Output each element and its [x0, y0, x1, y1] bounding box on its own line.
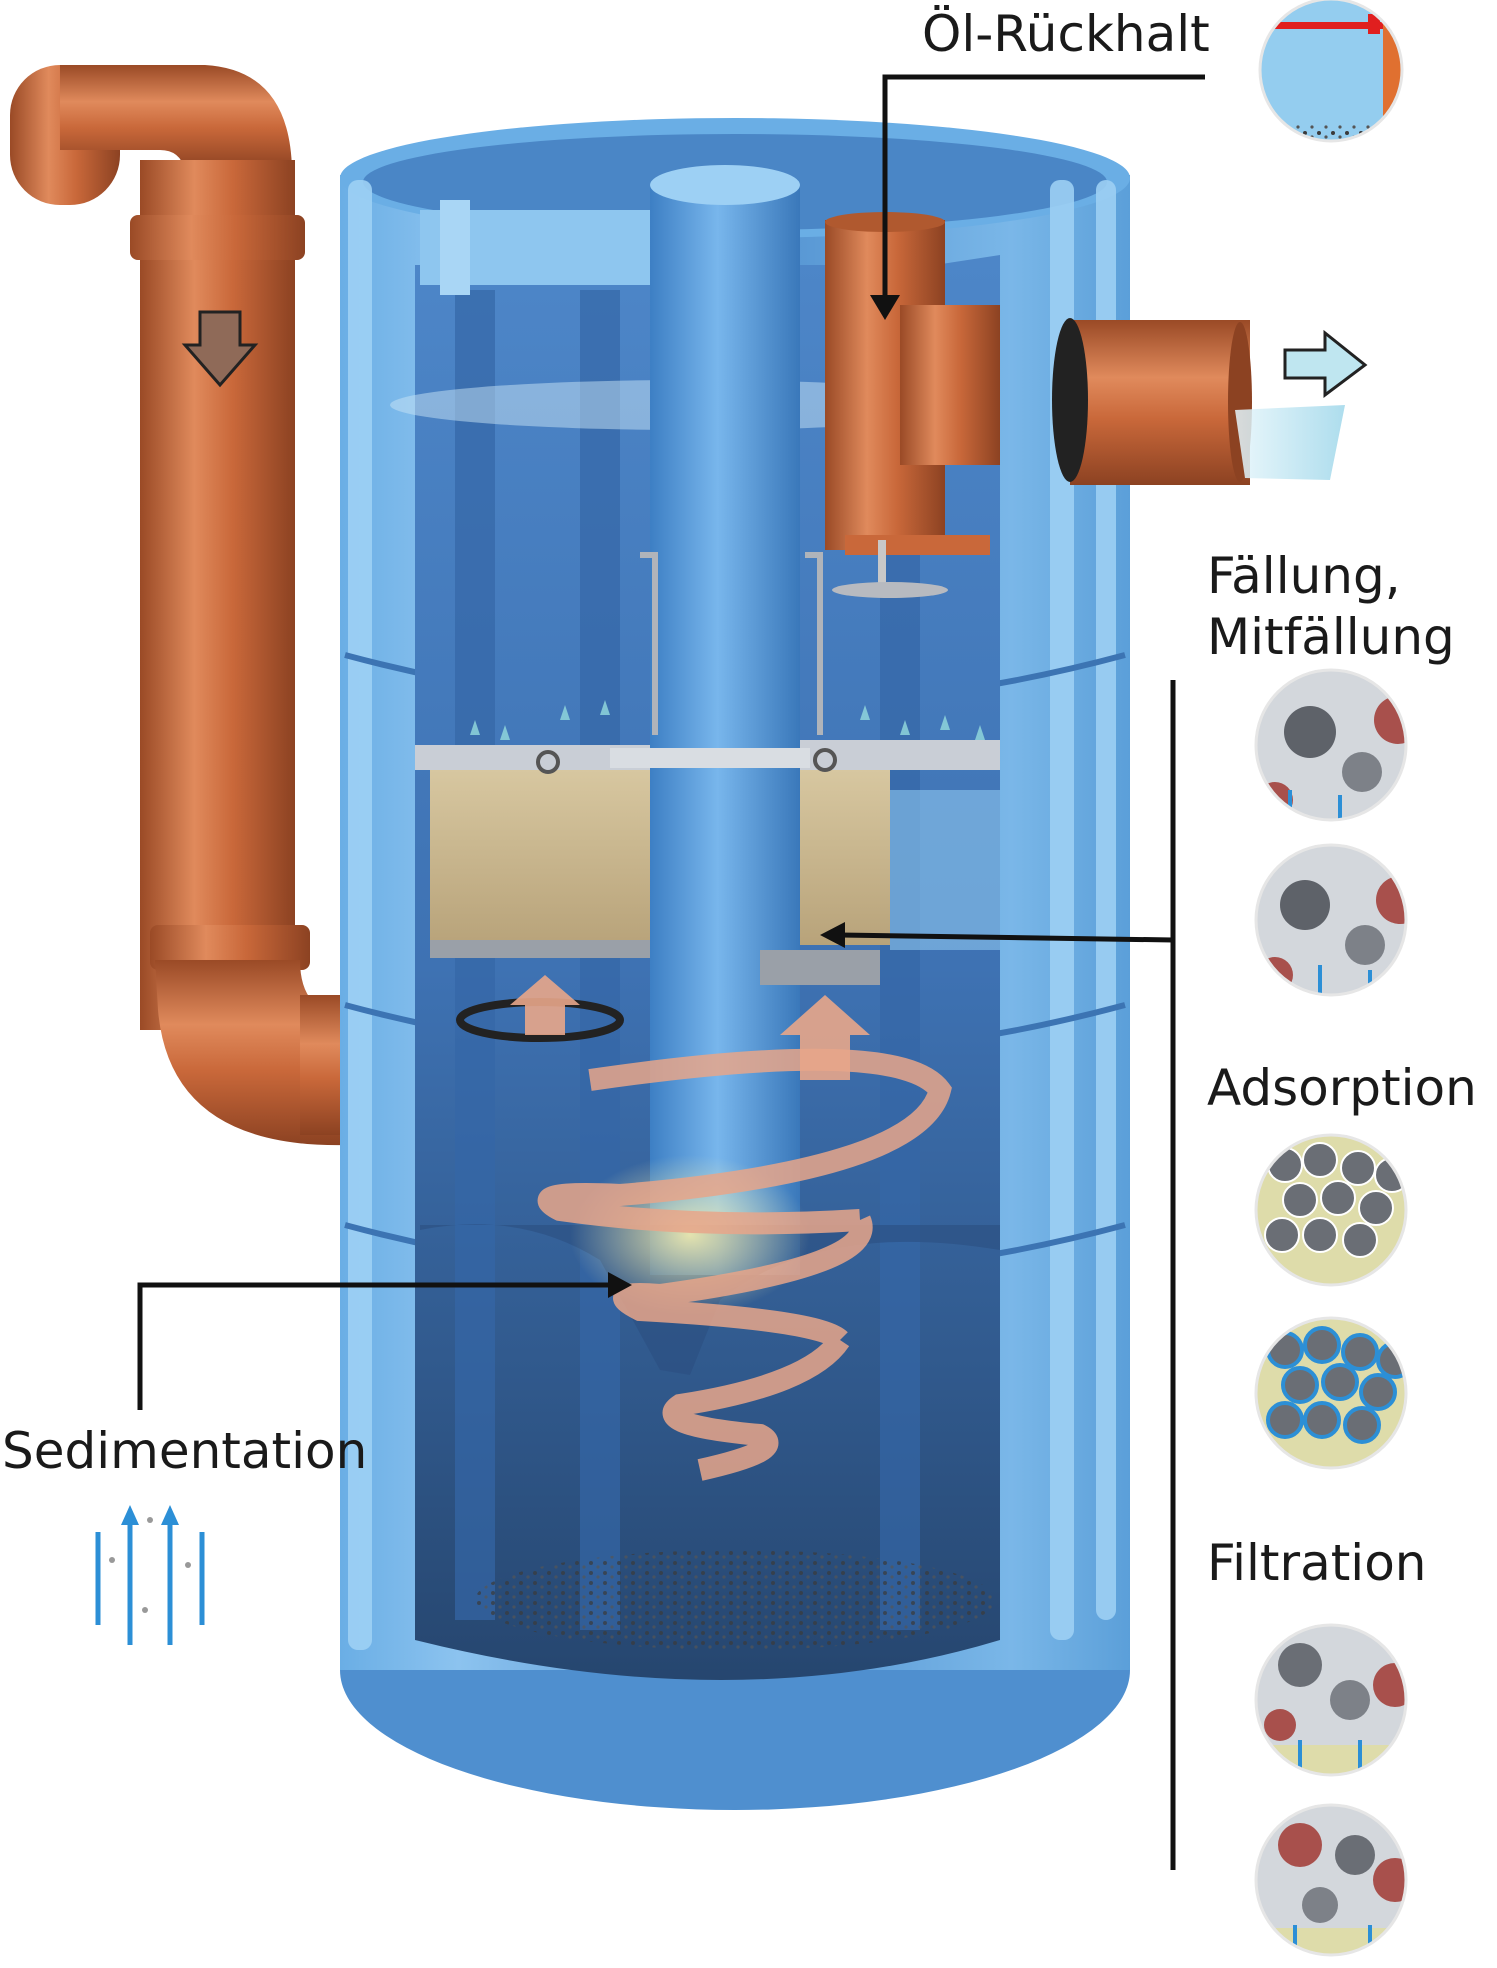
central-column — [650, 185, 800, 1275]
swirl-flow — [537, 1048, 952, 1481]
outflow-pipe — [1052, 318, 1368, 485]
inflow-pipe — [10, 65, 360, 1146]
arrowhead-icon — [870, 295, 900, 320]
label-precipitation: Fällung, Mitfällung — [1207, 547, 1455, 666]
adsorption-icon-2 — [1256, 1318, 1406, 1468]
label-oil-retention: Öl-Rückhalt — [922, 5, 1210, 63]
sedimentation-zone — [420, 1048, 1000, 1650]
callout-arrowheads — [608, 295, 900, 1298]
filtration-icon-1 — [1256, 1625, 1406, 1775]
arrowhead-icon — [608, 1272, 632, 1298]
callout-lines — [137, 74, 1205, 1870]
sedimentation-icon — [95, 1522, 205, 1645]
precipitation-icon-2 — [1256, 845, 1406, 995]
label-sedimentation: Sedimentation — [2, 1422, 368, 1480]
oil-retention-tpiece — [825, 212, 1000, 598]
label-filtration: Filtration — [1207, 1534, 1427, 1592]
pipe-collar-bottom — [150, 925, 310, 970]
sediment-layer — [475, 1550, 995, 1650]
label-adsorption: Adsorption — [1207, 1059, 1477, 1117]
down-flow-arrow-icon — [181, 310, 259, 388]
precipitation-icon-1 — [1256, 670, 1406, 820]
oil-retention-icon — [1260, 0, 1402, 141]
arrowhead-icon — [820, 922, 845, 948]
pipe-collar-top — [130, 215, 305, 260]
out-flow-arrow-icon — [1283, 329, 1368, 398]
